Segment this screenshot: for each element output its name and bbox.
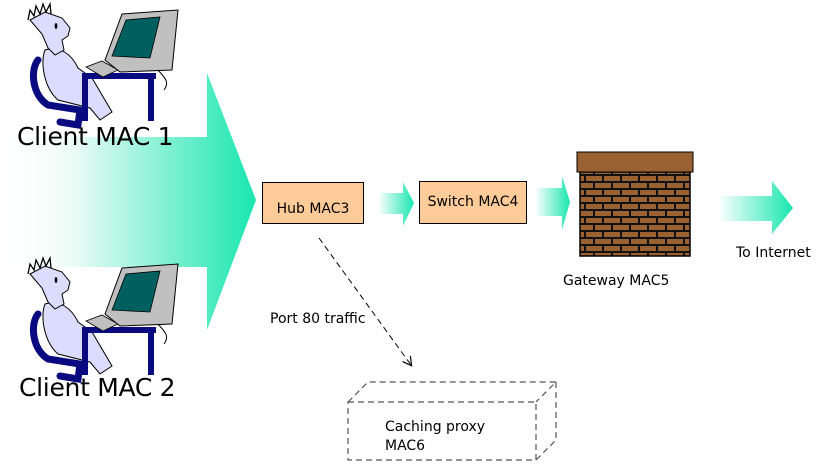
port80-dashed-arrow bbox=[318, 237, 411, 365]
client2-label: Client MAC 2 bbox=[19, 373, 176, 402]
client2-user-icon bbox=[27, 255, 179, 384]
client1-user-icon bbox=[27, 1, 179, 130]
proxy-label-line2: MAC6 bbox=[385, 438, 426, 454]
switch-node: Switch MAC4 bbox=[419, 181, 527, 224]
gateway-firewall-icon bbox=[576, 151, 694, 257]
hub-node: Hub MAC3 bbox=[262, 182, 364, 224]
caching-proxy-box bbox=[347, 381, 558, 461]
switch-label: Switch MAC4 bbox=[427, 193, 519, 210]
proxy-label: Caching proxy MAC6 bbox=[385, 418, 485, 456]
proxy-label-line1: Caching proxy bbox=[385, 419, 486, 435]
port80-label: Port 80 traffic bbox=[270, 311, 366, 327]
to-internet-label: To Internet bbox=[736, 245, 811, 261]
hub-to-switch-arrow bbox=[378, 182, 414, 226]
hub-label: Hub MAC3 bbox=[276, 201, 350, 217]
gateway-label: Gateway MAC5 bbox=[563, 273, 670, 289]
big-flow-arrow bbox=[0, 73, 256, 330]
gateway-to-internet-arrow bbox=[718, 181, 793, 234]
client1-label: Client MAC 1 bbox=[17, 122, 174, 151]
switch-to-gateway-arrow bbox=[535, 176, 570, 230]
